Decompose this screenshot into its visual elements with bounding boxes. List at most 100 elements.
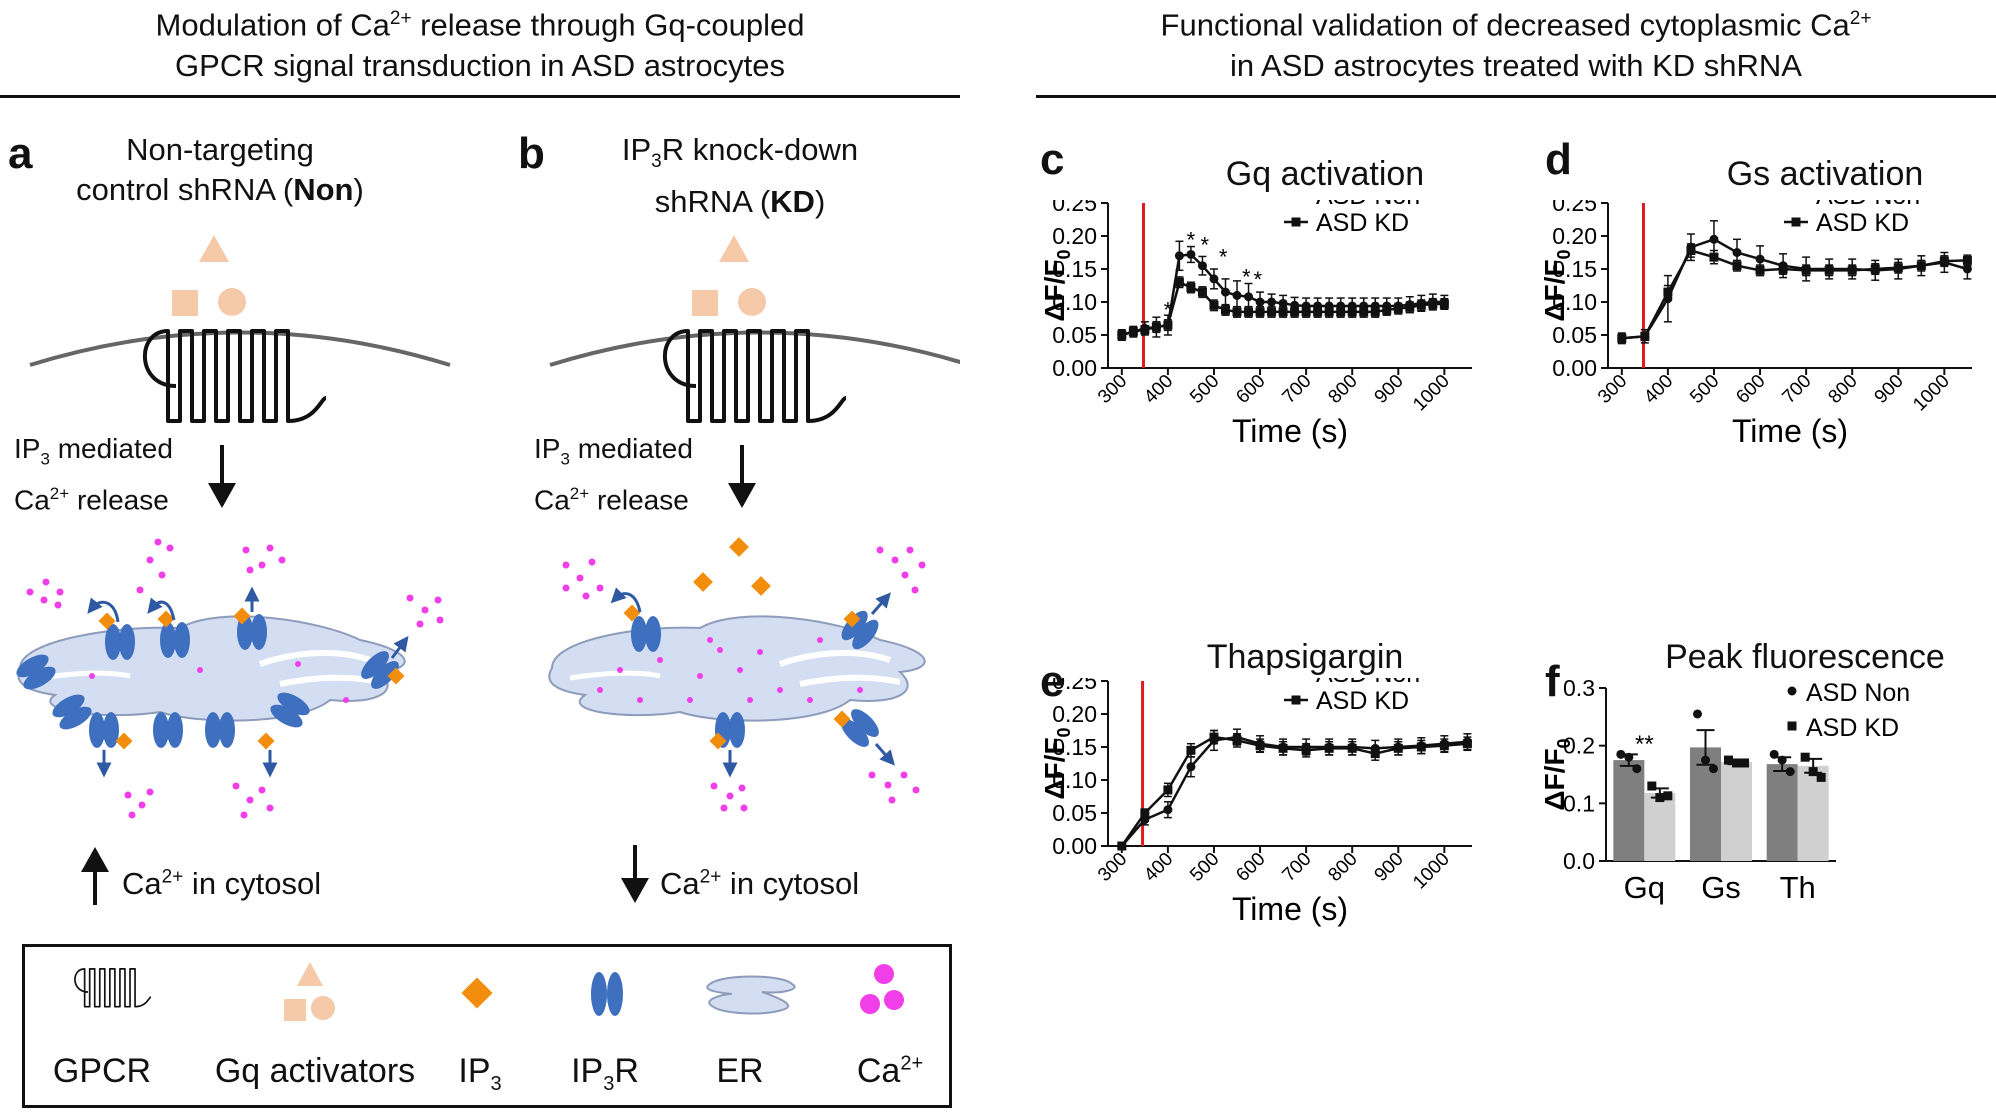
panel-letter-d: d — [1545, 135, 1572, 184]
x-tick-label: 500 — [1186, 371, 1223, 408]
legend-label-gq-activators: Gq activators — [214, 1052, 416, 1090]
data-point — [1324, 307, 1334, 317]
legend-label: ASD Non — [1816, 200, 1920, 210]
left-header-rule — [0, 95, 960, 98]
data-point — [1267, 297, 1277, 307]
y-tick-label: 0.15 — [1052, 256, 1097, 282]
data-point — [1462, 739, 1472, 749]
y-tick-label: 0.00 — [1052, 833, 1097, 859]
data-point — [1232, 290, 1242, 300]
panel-a-down-arrowhead — [208, 483, 236, 508]
significance-star: * — [1242, 264, 1251, 289]
y-tick-label: 0.2 — [1563, 733, 1595, 759]
data-point — [1709, 234, 1719, 244]
data-point — [1893, 263, 1903, 273]
data-point — [1244, 292, 1254, 302]
chart-c-title: Gq activation — [1225, 155, 1425, 193]
x-tick-label: Gs — [1701, 870, 1741, 905]
panel-a-title-line2: control shRNA (Non) — [76, 172, 364, 207]
data-point — [1290, 307, 1300, 317]
legend-label: ASD KD — [1816, 209, 1909, 237]
y-tick-label: 0.20 — [1052, 701, 1097, 727]
data-point — [1616, 749, 1626, 759]
data-point — [1962, 255, 1972, 265]
data-point — [1301, 307, 1311, 317]
data-point — [1824, 265, 1834, 275]
x-axis-label: Time (s) — [1732, 413, 1848, 449]
data-point — [1647, 781, 1657, 791]
chart-f-title: Peak fluorescence — [1665, 638, 1945, 676]
x-tick-label: 300 — [1094, 849, 1131, 886]
legend-ip3-icon — [461, 977, 493, 1009]
left-header-line1: Modulation of Ca2+ release through Gq-co… — [155, 7, 805, 43]
data-point — [1347, 743, 1357, 753]
data-point — [1732, 261, 1742, 271]
x-tick-label: 1000 — [1409, 371, 1454, 416]
legend-label-er: ER — [716, 1052, 764, 1090]
y-tick-label: 0.05 — [1052, 322, 1097, 348]
y-tick-label: 0.15 — [1552, 256, 1597, 282]
data-point — [1255, 307, 1265, 317]
data-point — [1186, 282, 1196, 292]
data-point — [1632, 764, 1642, 774]
legend-label-calcium: Ca2+ — [856, 1052, 924, 1090]
y-axis-label: ΔF/F0 — [1539, 738, 1574, 810]
legend-icons — [74, 962, 904, 1021]
data-point — [1209, 300, 1219, 310]
x-tick-label: 900 — [1371, 849, 1408, 886]
legend-box — [22, 944, 952, 1108]
legend-er-icon — [706, 975, 796, 1015]
data-point — [1140, 808, 1150, 818]
data-point — [1186, 745, 1196, 755]
y-axis-label: ΔF/F0 — [1539, 249, 1574, 321]
panel-b-cytosol-label: Ca2+ in cytosol — [660, 866, 860, 901]
data-point — [1359, 307, 1369, 317]
data-point — [1209, 732, 1219, 742]
right-header-line1: Functional validation of decreased cytop… — [1160, 7, 1872, 43]
y-tick-label: 0.0 — [1563, 848, 1595, 874]
series-line-1 — [1120, 735, 1468, 847]
right-header-line2: in ASD astrocytes treated with KD shRNA — [1229, 48, 1802, 84]
data-point — [1785, 767, 1795, 777]
data-point — [1151, 322, 1161, 332]
x-tick-label: 700 — [1278, 849, 1315, 886]
x-tick-label: 1000 — [1909, 371, 1954, 416]
x-tick-label: 1000 — [1409, 849, 1454, 894]
data-point — [1847, 265, 1857, 275]
panel-a-cytosol-label: Ca2+ in cytosol — [122, 866, 322, 901]
panel-b-membrane — [549, 330, 960, 367]
x-tick-label: 600 — [1732, 371, 1769, 408]
chart-d-title: Gs activation — [1726, 155, 1924, 193]
panel-a-title: Non-targeting control shRNA (Non) — [20, 130, 420, 210]
data-point — [1640, 331, 1650, 341]
data-point — [1140, 325, 1150, 335]
left-header-line2: GPCR signal transduction in ASD astrocyt… — [175, 48, 785, 84]
x-tick-label: 700 — [1778, 371, 1815, 408]
panel-b-ip3-label: IP3 mediated Ca2+ release — [534, 433, 693, 515]
legend-marker — [1787, 686, 1797, 696]
data-point — [1870, 264, 1880, 274]
y-tick-label: 0.25 — [1552, 200, 1597, 216]
legend-label: ASD KD — [1806, 714, 1899, 742]
x-tick-label: 900 — [1371, 371, 1408, 408]
bar-gs-2 — [1721, 761, 1752, 861]
significance-star: * — [1164, 297, 1173, 322]
x-tick-label: 400 — [1640, 371, 1677, 408]
data-point — [1439, 299, 1449, 309]
data-point — [1301, 745, 1311, 755]
data-point — [1405, 302, 1415, 312]
data-point — [1232, 307, 1242, 317]
data-point — [1769, 749, 1779, 759]
significance-star: * — [1187, 227, 1196, 252]
significance-star: ** — [1635, 731, 1654, 758]
legend-ip3r-icon — [591, 972, 623, 1016]
data-point — [1701, 755, 1710, 765]
data-point — [1962, 264, 1972, 274]
data-point — [1686, 246, 1696, 256]
data-point — [1709, 764, 1718, 774]
data-point — [1174, 251, 1184, 261]
legend-label-gpcr: GPCR — [52, 1052, 152, 1090]
data-point — [1439, 741, 1449, 751]
right-section-header: Functional validation of decreased cytop… — [1036, 0, 1996, 86]
